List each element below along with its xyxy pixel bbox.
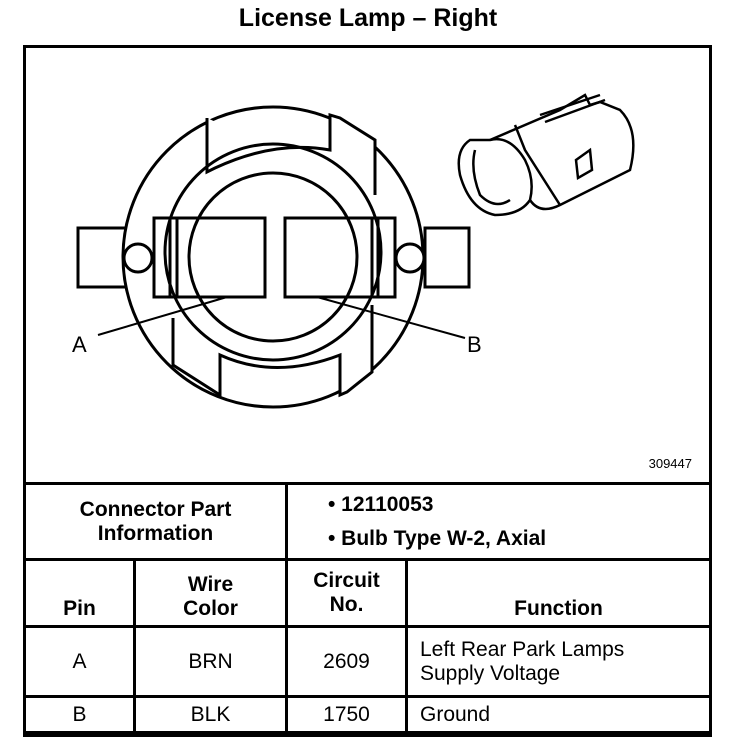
middle-ring [163,142,383,362]
function-cell: Ground [405,695,712,734]
right-hole [394,242,426,274]
inner-ring [187,171,359,343]
circuit-cell: 1750 [285,695,408,734]
leader-a [97,296,228,336]
connector-iso-view [457,93,635,217]
pin-cell: B [23,695,136,734]
bottom-rim [171,305,374,398]
terminal-a [152,216,267,299]
connector-face-diagram: A B [72,93,635,409]
header-pin: Pin [23,558,136,628]
wire-color-cell: BRN [133,625,288,698]
pin-b-label: B [467,332,482,357]
page-title: License Lamp – Right [238,4,498,32]
terminal-b [283,216,397,299]
table-row: B BLK 1750 Ground [23,695,712,734]
left-tab [76,226,130,289]
figure-number: 309447 [648,456,692,471]
circuit-cell: 2609 [285,625,408,698]
pin-a-label: A [72,332,87,357]
diagram-frame [23,45,712,737]
left-hole [122,242,154,274]
pin-cell: A [23,625,136,698]
wire-color-cell: BLK [133,695,288,734]
leader-b [316,296,466,339]
right-tab [423,226,471,289]
connector-info-values: • 12110053• Bulb Type W-2, Axial [285,482,712,561]
top-rim [205,112,377,195]
header-function: Function [405,558,712,628]
